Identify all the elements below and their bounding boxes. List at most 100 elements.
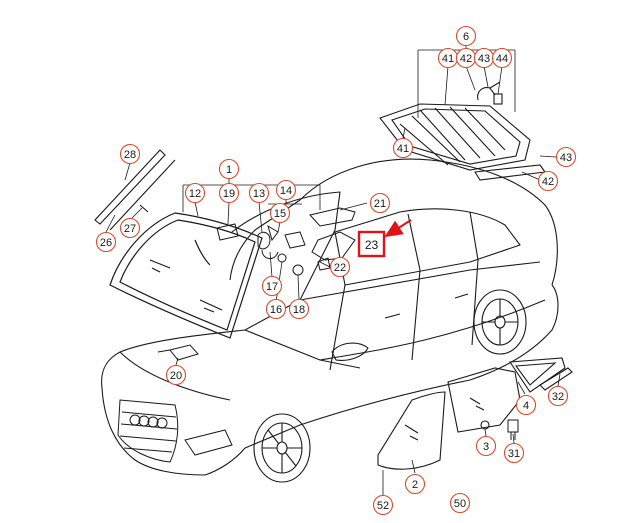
callout-circle <box>248 182 270 204</box>
callout-22[interactable]: 22 <box>329 256 351 278</box>
callout-label: 50 <box>454 498 466 510</box>
callout-42[interactable]: 42 <box>537 170 559 192</box>
callout-circle <box>547 385 569 407</box>
callout-label: 42 <box>460 53 472 65</box>
callout-circle <box>329 256 351 278</box>
callout-circle <box>275 179 297 201</box>
front-grille <box>117 399 233 463</box>
callout-circle <box>404 473 426 495</box>
callout-14[interactable]: 14 <box>275 179 297 201</box>
callout-41[interactable]: 41 <box>392 137 414 159</box>
callout-label: 42 <box>542 176 554 188</box>
callout-18[interactable]: 18 <box>288 298 310 320</box>
bolt-part <box>507 419 519 440</box>
callout-circle <box>555 146 577 168</box>
callout-label: 41 <box>442 53 454 65</box>
callout-label: 20 <box>170 370 182 382</box>
callout-label: 43 <box>560 152 572 164</box>
callout-label: 3 <box>483 441 489 453</box>
callout-label: 43 <box>478 53 490 65</box>
callout-circle <box>269 202 291 224</box>
windshield <box>109 212 263 339</box>
callout-12[interactable]: 12 <box>184 182 206 204</box>
callout-circle <box>184 182 206 204</box>
callout-label: 6 <box>463 31 469 43</box>
callout-41[interactable]: 41 <box>437 47 459 69</box>
callout-26[interactable]: 26 <box>95 231 117 253</box>
callout-label: 16 <box>270 304 282 316</box>
callout-circle <box>392 137 414 159</box>
callout-50[interactable]: 50 <box>449 492 471 514</box>
callout-label: 12 <box>189 188 201 200</box>
callout-21[interactable]: 21 <box>369 192 391 214</box>
highlight-box <box>357 230 386 258</box>
callout-17[interactable]: 17 <box>261 275 283 297</box>
callout-circle <box>261 275 283 297</box>
callout-20[interactable]: 20 <box>165 364 187 386</box>
callout-19[interactable]: 19 <box>218 182 240 204</box>
front-door-glass <box>377 391 446 470</box>
callout-label: 14 <box>280 185 292 197</box>
callout-circle <box>515 394 537 416</box>
callout-label: 15 <box>274 208 286 220</box>
callout-27[interactable]: 27 <box>119 217 141 239</box>
callout-3[interactable]: 3 <box>475 435 497 457</box>
quarter-glass <box>509 357 566 393</box>
callout-label: 2 <box>412 479 418 491</box>
callout-42[interactable]: 42 <box>455 47 477 69</box>
callout-circle <box>218 158 240 180</box>
callout-circle <box>372 494 394 516</box>
callout-label: 52 <box>377 500 389 512</box>
callout-circle <box>265 298 287 320</box>
callout-44[interactable]: 44 <box>491 47 513 69</box>
callout-label: 32 <box>552 391 564 403</box>
callout-label: 31 <box>508 448 520 460</box>
callout-label: 41 <box>397 143 409 155</box>
callout-circle <box>449 492 471 514</box>
callout-circle <box>475 435 497 457</box>
sunroof-panel <box>379 81 546 181</box>
callout-23-label[interactable]: 23 <box>365 238 379 252</box>
callout-label: 13 <box>253 188 265 200</box>
callout-label: 22 <box>334 262 346 274</box>
callout-circle <box>455 25 477 47</box>
callout-43[interactable]: 43 <box>555 146 577 168</box>
callout-label: 28 <box>124 149 136 161</box>
callout-circle <box>119 217 141 239</box>
quarter-trim <box>539 367 573 391</box>
callout-circle <box>288 298 310 320</box>
callout-circle <box>95 231 117 253</box>
callout-label: 44 <box>496 53 508 65</box>
front-wheel <box>253 413 311 483</box>
callout-circle <box>119 143 141 165</box>
arrow-icon <box>384 219 412 238</box>
callout-13[interactable]: 13 <box>248 182 270 204</box>
callout-52[interactable]: 52 <box>372 494 394 516</box>
callout-4[interactable]: 4 <box>515 394 537 416</box>
callout-label: 19 <box>223 188 235 200</box>
callout-circle <box>537 170 559 192</box>
rear-wheel <box>473 289 527 355</box>
callout-label: 4 <box>523 400 529 412</box>
callout-label: 18 <box>293 304 305 316</box>
callout-15[interactable]: 15 <box>269 202 291 224</box>
callout-circle <box>503 442 525 464</box>
callout-label: 21 <box>374 198 386 210</box>
callout-32[interactable]: 32 <box>547 385 569 407</box>
callout-label: 26 <box>100 237 112 249</box>
callout-circle <box>165 364 187 386</box>
callout-16[interactable]: 16 <box>265 298 287 320</box>
callout-31[interactable]: 31 <box>503 442 525 464</box>
highlight-23: 23 <box>357 219 412 258</box>
callout-label: 17 <box>266 281 278 293</box>
callout-28[interactable]: 28 <box>119 143 141 165</box>
callout-label: 1 <box>226 164 232 176</box>
callout-43[interactable]: 43 <box>473 47 495 69</box>
callout-1[interactable]: 1 <box>218 158 240 180</box>
callout-2[interactable]: 2 <box>404 473 426 495</box>
callout-6[interactable]: 6 <box>455 25 477 47</box>
rear-door-glass <box>447 367 521 433</box>
